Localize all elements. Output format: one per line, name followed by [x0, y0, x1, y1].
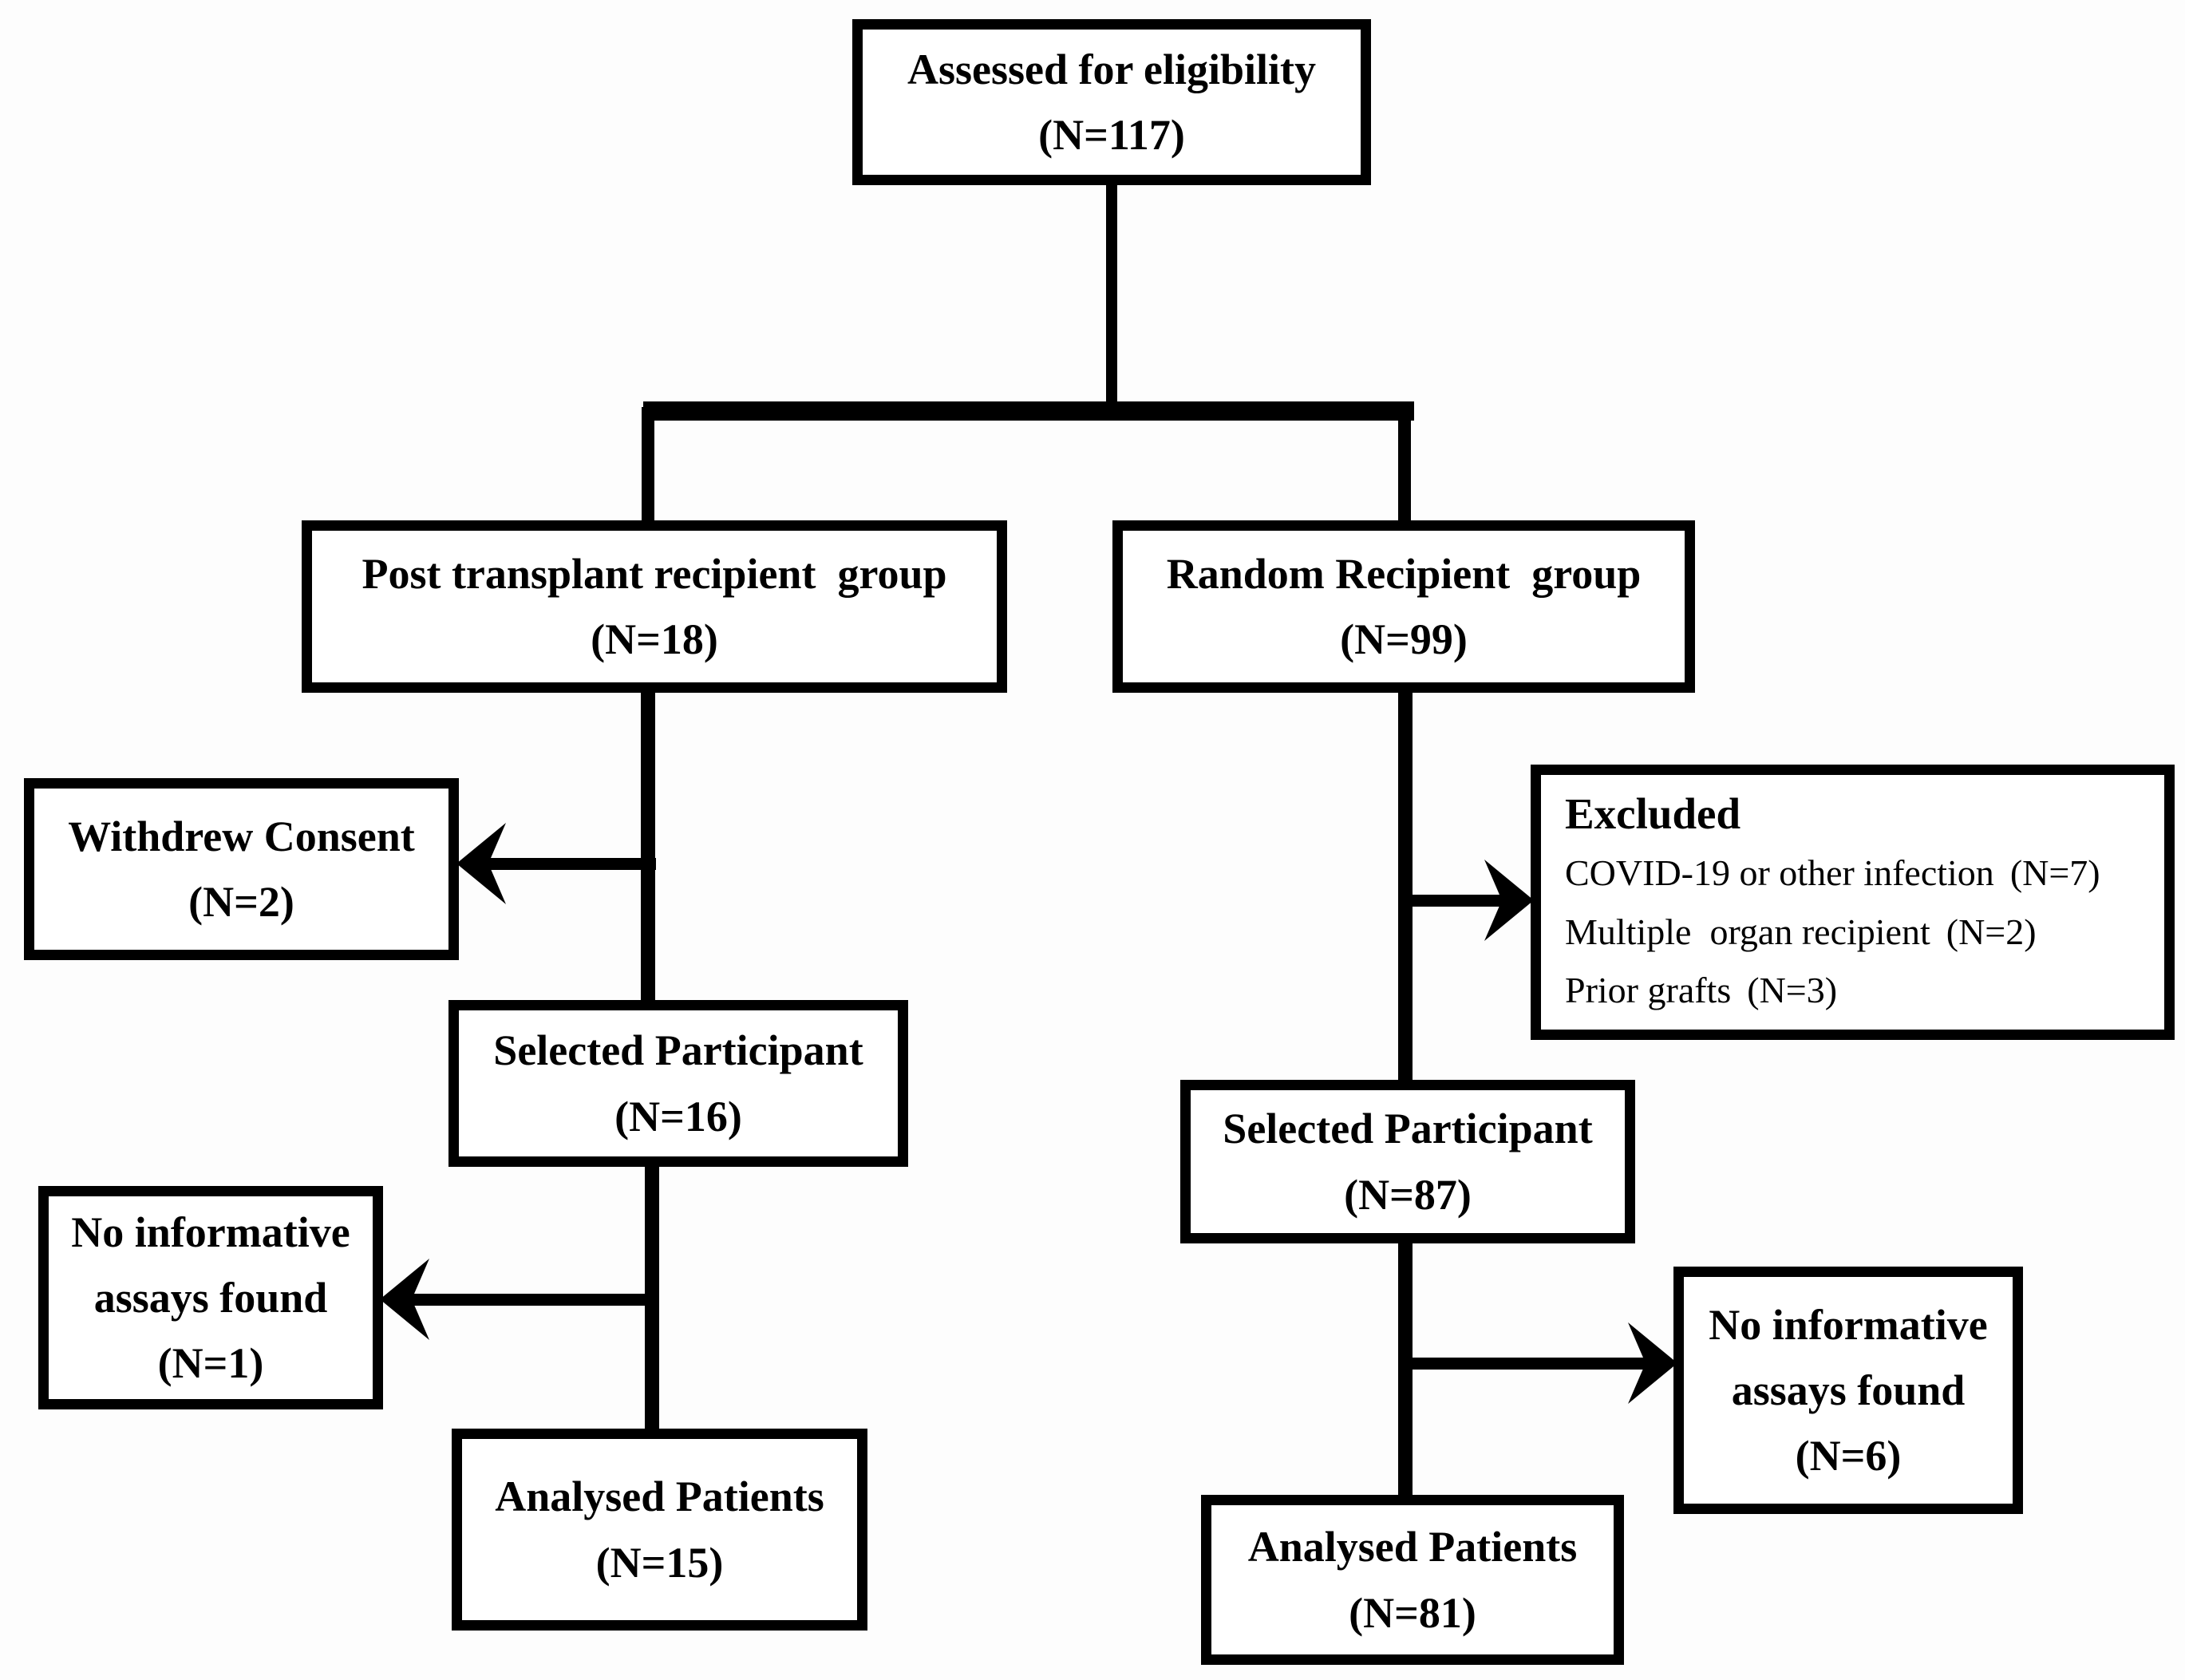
- node-count: (N=87): [1344, 1170, 1472, 1219]
- connector-split-horizontal-bar: [643, 401, 1414, 421]
- node-label: Selected Participant: [493, 1026, 863, 1075]
- node-label: Post transplant recipient group: [362, 549, 947, 598]
- connector-random-group-to-selected: [1398, 691, 1413, 1084]
- connector-split-to-random-group: [1398, 407, 1411, 523]
- node-selected-participant-right: Selected Participant (N=87): [1180, 1080, 1635, 1243]
- connector-post-group-to-selected: [641, 691, 655, 1004]
- node-no-informative-assays-left: No informative assays found (N=1): [38, 1186, 383, 1409]
- node-label: Selected Participant: [1223, 1105, 1593, 1153]
- node-count: (N=1): [157, 1339, 264, 1388]
- excluded-item: Prior grafts (N=3): [1565, 961, 1837, 1020]
- node-count: (N=6): [1795, 1432, 1902, 1480]
- node-selected-participant-left: Selected Participant (N=16): [448, 1000, 908, 1167]
- excluded-item-count: (N=3): [1747, 970, 1838, 1011]
- arrow-left-to-no-informative-assays-icon: [380, 1259, 656, 1340]
- excluded-item: COVID-19 or other infection (N=7): [1565, 844, 2100, 903]
- excluded-item: Multiple organ recipient (N=2): [1565, 903, 2037, 962]
- node-random-recipient-group: Random Recipient group (N=99): [1112, 520, 1695, 693]
- node-count: (N=81): [1349, 1588, 1476, 1637]
- node-count: (N=117): [1038, 111, 1185, 159]
- node-analysed-patients-right: Analysed Patients (N=81): [1201, 1495, 1624, 1665]
- node-no-informative-assays-right: No informative assays found (N=6): [1673, 1267, 2023, 1514]
- excluded-item-count: (N=7): [2009, 852, 2100, 894]
- node-label: Random Recipient group: [1166, 549, 1642, 598]
- node-label: Analysed Patients: [1247, 1523, 1578, 1571]
- node-label: No informative assays found: [71, 1208, 362, 1322]
- excluded-title: Excluded: [1565, 789, 1741, 838]
- node-label: Analysed Patients: [495, 1472, 824, 1521]
- excluded-item-label: COVID-19 or other infection: [1565, 852, 1994, 894]
- arrow-left-to-withdrew-consent-icon: [456, 823, 656, 904]
- excluded-item-label: Multiple organ recipient: [1565, 911, 1930, 952]
- node-excluded: Excluded COVID-19 or other infection (N=7…: [1531, 765, 2175, 1040]
- excluded-item-label: Prior grafts: [1565, 970, 1732, 1011]
- node-label: No informative assays found: [1709, 1300, 1999, 1414]
- node-count: (N=18): [591, 615, 718, 663]
- node-count: (N=2): [188, 878, 294, 926]
- node-assessed-for-eligibility: Assessed for eligibility (N=117): [852, 19, 1371, 185]
- connector-split-to-post-group: [642, 407, 654, 523]
- node-label: Assessed for eligibility: [907, 45, 1316, 93]
- node-withdrew-consent: Withdrew Consent (N=2): [24, 778, 459, 960]
- node-analysed-patients-left: Analysed Patients (N=15): [452, 1429, 867, 1631]
- node-label: Withdrew Consent: [68, 812, 415, 860]
- connector-selected-to-analysed-right: [1398, 1242, 1413, 1499]
- arrow-right-to-no-informative-assays-icon: [1401, 1322, 1677, 1404]
- node-count: (N=15): [595, 1538, 724, 1587]
- connector-assessed-to-split: [1106, 184, 1117, 411]
- node-count: (N=16): [614, 1092, 742, 1140]
- arrow-right-to-excluded-icon: [1401, 860, 1534, 941]
- excluded-item-count: (N=2): [1946, 911, 2037, 952]
- node-count: (N=99): [1340, 615, 1468, 663]
- node-post-transplant-recipient-group: Post transplant recipient group (N=18): [302, 520, 1007, 693]
